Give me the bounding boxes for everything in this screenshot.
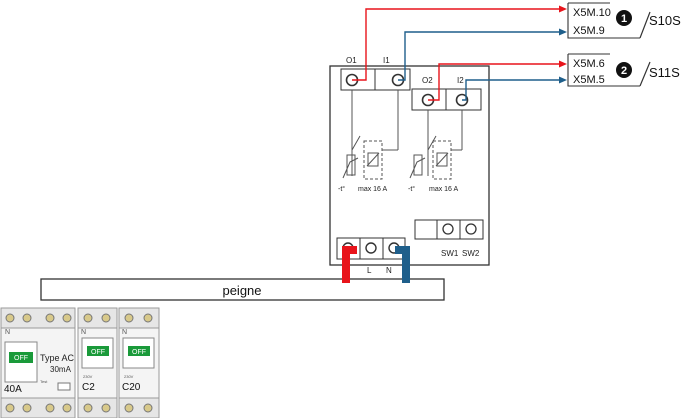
rcd-off-label: OFF xyxy=(14,355,28,362)
output-1-name: S10S xyxy=(649,13,681,28)
output-box-1: 1 X5M.10 X5M.9 S10S xyxy=(567,2,681,39)
output-wire-o2 xyxy=(428,63,560,101)
c20-rating: C20 xyxy=(122,382,141,393)
rcd-n-label: N xyxy=(5,329,10,336)
terminal-label-o2: O2 xyxy=(422,76,433,85)
rcd-breaker: N OFF Type AC 30mA Test 40A xyxy=(0,307,76,418)
channel-2-schematic xyxy=(409,110,463,180)
switch-sw2 xyxy=(465,223,477,235)
terminal-label-i2: I2 xyxy=(457,76,464,85)
rcd-type-line2: 30mA xyxy=(50,365,72,374)
relay-coil-1 xyxy=(363,140,383,180)
output-badge-1 xyxy=(616,10,632,26)
switch-label-sw1: SW1 xyxy=(441,249,459,258)
busbar-peigne xyxy=(40,278,445,301)
output-wire-i2 xyxy=(462,79,560,101)
channel-1-ptc-label: -t° xyxy=(338,185,345,193)
channel-1-rating-label: max 16 A xyxy=(358,186,388,193)
c2-volt: 230V xyxy=(83,374,93,379)
terminal-label-l: L xyxy=(367,266,372,275)
terminal-block-2: O2 I2 xyxy=(411,76,482,111)
c20-off-label: OFF xyxy=(132,349,146,356)
ptc-thermistor-1 xyxy=(346,154,356,176)
relay-coil-2 xyxy=(432,140,452,180)
rcd-off-toggle[interactable] xyxy=(9,352,33,363)
live-feeder-wire xyxy=(342,246,357,283)
channel-2-ptc-label: -t° xyxy=(408,185,415,193)
rcd-type-line1: Type AC xyxy=(40,353,75,363)
c20-n-label: N xyxy=(122,329,127,336)
switch-block xyxy=(414,219,484,240)
rcd-test-button[interactable] xyxy=(57,382,71,391)
output-badge-2 xyxy=(616,62,632,78)
c2-n-label: N xyxy=(81,329,86,336)
busbar-label: peigne xyxy=(222,283,261,298)
switch-label-sw2: SW2 xyxy=(462,249,480,258)
output-wire-i1 xyxy=(398,31,560,81)
breaker-c20: N OFF 230V C20 xyxy=(118,307,160,418)
output-wire-o1 xyxy=(352,8,560,81)
ptc-thermistor-2 xyxy=(413,154,423,176)
output-2-name: S11S xyxy=(649,65,680,80)
output-badge-2-number: 2 xyxy=(621,65,627,77)
output-box-2: 2 X5M.6 X5M.5 S11S xyxy=(567,53,680,87)
output-1-bottom-terminal: X5M.9 xyxy=(573,25,605,37)
c2-off-toggle[interactable] xyxy=(87,346,109,356)
c2-off-label: OFF xyxy=(91,349,105,356)
rcd-rating: 40A xyxy=(4,384,22,395)
terminal-screw-l xyxy=(365,242,377,254)
breaker-c2: N OFF 230V C2 xyxy=(77,307,118,418)
rcd-test-label: Test xyxy=(40,379,48,384)
output-1-top-terminal: X5M.10 xyxy=(573,7,611,19)
switch-sw1 xyxy=(442,223,454,235)
terminal-label-n: N xyxy=(386,266,392,275)
output-badge-1-number: 1 xyxy=(621,13,627,25)
output-2-top-terminal: X5M.6 xyxy=(573,58,605,70)
terminal-block-1: O1 I1 xyxy=(340,56,411,91)
c20-off-toggle[interactable] xyxy=(128,346,150,356)
neutral-feeder-wire xyxy=(395,246,410,283)
c2-rating: C2 xyxy=(82,382,95,393)
output-2-bottom-terminal: X5M.5 xyxy=(573,74,605,86)
terminal-label-i1: I1 xyxy=(383,56,390,65)
terminal-label-o1: O1 xyxy=(346,56,357,65)
channel-2-rating-label: max 16 A xyxy=(429,186,459,193)
channel-1-schematic xyxy=(342,90,399,180)
c20-volt: 230V xyxy=(124,374,134,379)
